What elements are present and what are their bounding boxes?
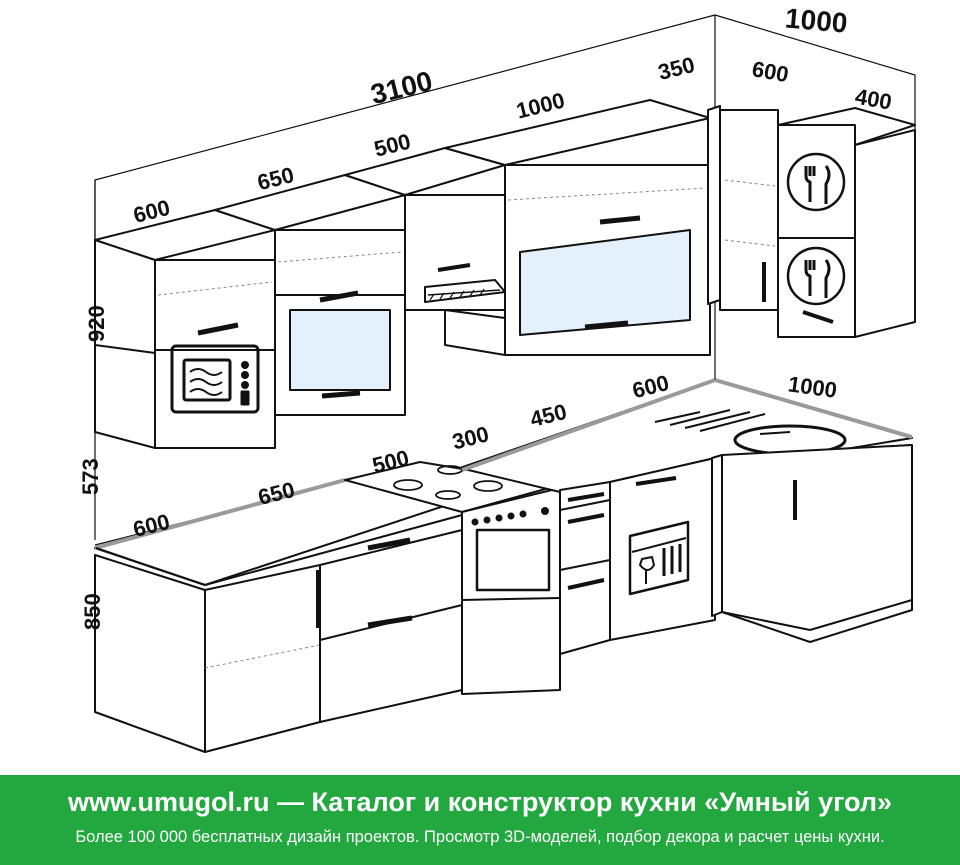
dimension-upper-500: 500: [371, 129, 413, 162]
dimension-upper-corner-600: 600: [750, 56, 791, 87]
dimension-lower-450: 450: [528, 399, 570, 432]
dish-rack-icon: [786, 246, 846, 306]
banner-title[interactable]: www.umugol.ru — Каталог и конструктор ку…: [68, 787, 892, 817]
upper-cabinet-glass: [214, 174, 406, 416]
lower-cabinet-corner: [711, 444, 913, 643]
burner-icon: [393, 465, 503, 500]
stove: [344, 461, 561, 695]
upper-cabinet-corner: [707, 105, 779, 311]
upper-cabinet-plates: [777, 107, 916, 338]
lower-cabinet-left: [94, 529, 463, 753]
promo-banner: www.umugol.ru — Каталог и конструктор ку…: [0, 775, 960, 865]
dimension-lower-corner-1000: 1000: [787, 371, 839, 403]
upper-cabinet-hood: [344, 147, 506, 311]
sink-icon: [654, 409, 847, 456]
dimension-height-850: 850: [80, 593, 105, 630]
plinth: [204, 689, 463, 753]
dishwasher-icon: [628, 520, 690, 596]
dimension-upper-1000: 1000: [514, 88, 568, 124]
banner-subtitle: Более 100 000 бесплатных дизайн проектов…: [75, 828, 885, 846]
upper-cabinet-wide-glass: [444, 99, 711, 356]
upper-cabinet-microwave: [94, 209, 276, 449]
kitchen-diagram: 3100 1000 600 650 500 1000 350 600 400 9…: [78, 2, 916, 753]
dimension-total-width: 3100: [368, 65, 436, 110]
dimension-corner-width: 1000: [784, 2, 849, 38]
dimension-height-920: 920: [84, 305, 109, 342]
worktop-left: [94, 478, 463, 586]
microwave-icon: [170, 344, 260, 414]
dimension-upper-350: 350: [656, 52, 698, 85]
dimension-height-573: 573: [78, 458, 103, 495]
dishwasher: [609, 457, 716, 641]
lower-cabinet-drawers: [559, 481, 611, 655]
dimension-lower-300: 300: [450, 421, 492, 454]
dish-rack-icon: [786, 152, 846, 212]
